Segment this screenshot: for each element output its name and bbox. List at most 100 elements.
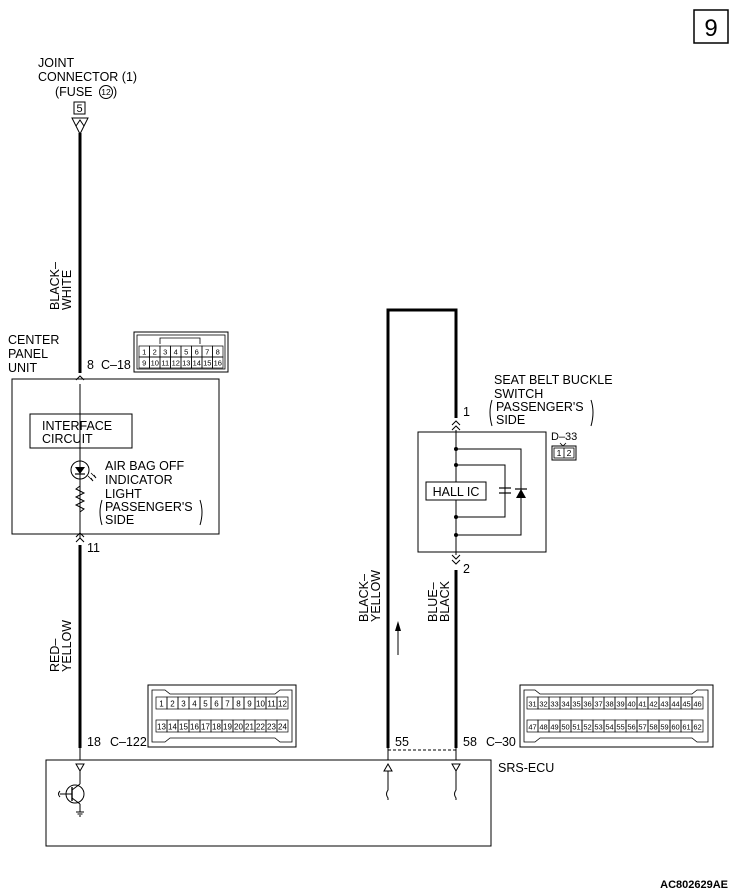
connector-pin-number: 15	[179, 723, 188, 732]
svg-text:YELLOW: YELLOW	[369, 570, 383, 622]
svg-text:RED–: RED–	[48, 639, 62, 672]
connector-pin-number: 6	[214, 700, 219, 709]
center-panel-pin-bottom: 11	[87, 541, 100, 555]
connector-pin-number: 13	[157, 723, 166, 732]
connector-pin-number: 57	[638, 723, 646, 732]
svg-text:BLACK–: BLACK–	[48, 262, 62, 310]
seat-belt-title-4: SIDE	[496, 413, 525, 427]
wire-label-black-white: BLACK– WHITE	[48, 262, 74, 310]
connector-pin-number: 37	[594, 700, 602, 709]
connector-pin-number: 12	[278, 700, 287, 709]
ecu-terminal-58	[451, 763, 461, 773]
center-panel-title-1: CENTER	[8, 333, 59, 347]
connector-pin-number: 45	[682, 700, 690, 709]
svg-text:1: 1	[557, 448, 562, 458]
center-panel-pin-top: 8	[87, 358, 94, 372]
connector-pin-number: 55	[616, 723, 624, 732]
wire-label-red-yellow: RED– YELLOW	[48, 620, 74, 672]
connector-pin-number: 61	[682, 723, 690, 732]
center-panel-title-3: UNIT	[8, 361, 38, 375]
seat-belt-title-1: SEAT BELT BUCKLE	[494, 373, 613, 387]
connector-pin-number: 23	[267, 723, 276, 732]
connector-pin-number: 48	[539, 723, 547, 732]
connector-pin-number: 9	[142, 359, 146, 368]
svg-text:WHITE: WHITE	[60, 270, 74, 310]
connector-pin-number: 10	[151, 359, 159, 368]
joint-connector-fuse-prefix: (FUSE	[55, 85, 93, 99]
wire-label-black-yellow: BLACK– YELLOW	[357, 570, 383, 622]
seat-belt-internal-circuit	[454, 430, 527, 555]
connector-pin-number: 21	[245, 723, 254, 732]
connector-pin-number: 14	[193, 359, 201, 368]
connector-pin-number: 2	[153, 348, 157, 357]
connector-pin-cell	[691, 719, 704, 733]
connector-pin-number: 59	[660, 723, 668, 732]
ecu-terminal-55	[383, 762, 393, 772]
connector-pin-number: 42	[649, 700, 657, 709]
connector-pin-number: 14	[168, 723, 177, 732]
connector-d33: 1 2	[551, 442, 577, 461]
connector-c30-label: C–30	[486, 735, 516, 749]
connector-pin-number: 51	[572, 723, 580, 732]
connector-pin-number: 35	[572, 700, 580, 709]
connector-pin-number: 39	[616, 700, 624, 709]
connector-c122-label: C–122	[110, 735, 147, 749]
connector-pin-number: 33	[550, 700, 558, 709]
lamp-label-5: SIDE	[105, 513, 134, 527]
connector-pin-number: 17	[201, 723, 210, 732]
connector-pin-number: 13	[182, 359, 190, 368]
connector-pin-number: 1	[159, 700, 164, 709]
terminal-pin2	[451, 554, 461, 565]
lamp-label-1: AIR BAG OFF	[105, 459, 185, 473]
connector-pin-number: 62	[693, 723, 701, 732]
connector-pin-number: 22	[256, 723, 265, 732]
connector-pin-cell	[212, 356, 224, 369]
seat-belt-pin-top: 1	[463, 405, 470, 419]
page-number-box	[693, 9, 729, 44]
connector-pin-number: 3	[181, 700, 186, 709]
svg-text:BLACK–: BLACK–	[357, 574, 371, 622]
srs-ecu-label: SRS-ECU	[498, 761, 554, 775]
connector-pin-number: 9	[247, 700, 252, 709]
center-panel-connector: C–18	[101, 358, 131, 372]
srs-ecu-box	[45, 759, 492, 847]
transistor-icon	[58, 771, 85, 817]
seat-belt-title-2: SWITCH	[494, 387, 543, 401]
connector-pin-number: 10	[256, 700, 265, 709]
connector-pin-number: 43	[660, 700, 668, 709]
connector-pin-number: 56	[627, 723, 635, 732]
connector-pin-number: 7	[225, 700, 230, 709]
connector-pin-number: 44	[671, 700, 679, 709]
connector-pin-number: 3	[163, 348, 167, 357]
connector-pin-number: 60	[671, 723, 679, 732]
seat-belt-title-3: PASSENGER'S	[496, 400, 584, 414]
terminal-pin1	[451, 420, 461, 431]
srs-mid-pin: 55	[395, 735, 409, 749]
connector-pin-number: 36	[583, 700, 591, 709]
connector-pin-cell	[691, 696, 704, 710]
interface-circuit-box	[29, 413, 133, 449]
fuse-number-circle	[99, 85, 113, 99]
connector-pin-number: 11	[267, 700, 276, 709]
connector-pin-number: 11	[161, 359, 169, 368]
srs-left-pin: 18	[87, 735, 101, 749]
connector-pin-number: 4	[192, 700, 197, 709]
connector-pin-number: 18	[212, 723, 221, 732]
connector-pin-number: 52	[583, 723, 591, 732]
connector-pin-number: 24	[278, 723, 287, 732]
hall-ic-label: HALL IC	[433, 485, 480, 499]
ecu-internal-55	[386, 771, 389, 800]
connector-pin-number: 32	[539, 700, 547, 709]
connector-pin-number: 5	[203, 700, 208, 709]
connector-pin-number: 38	[605, 700, 613, 709]
interface-circuit-line2: CIRCUIT	[42, 432, 93, 446]
connector-pin-number: 7	[205, 348, 209, 357]
joint-connector-line2: CONNECTOR (1)	[38, 70, 137, 84]
center-panel-title-2: PANEL	[8, 347, 48, 361]
ecu-internal-58	[454, 771, 457, 800]
connector-pin-number: 15	[203, 359, 211, 368]
